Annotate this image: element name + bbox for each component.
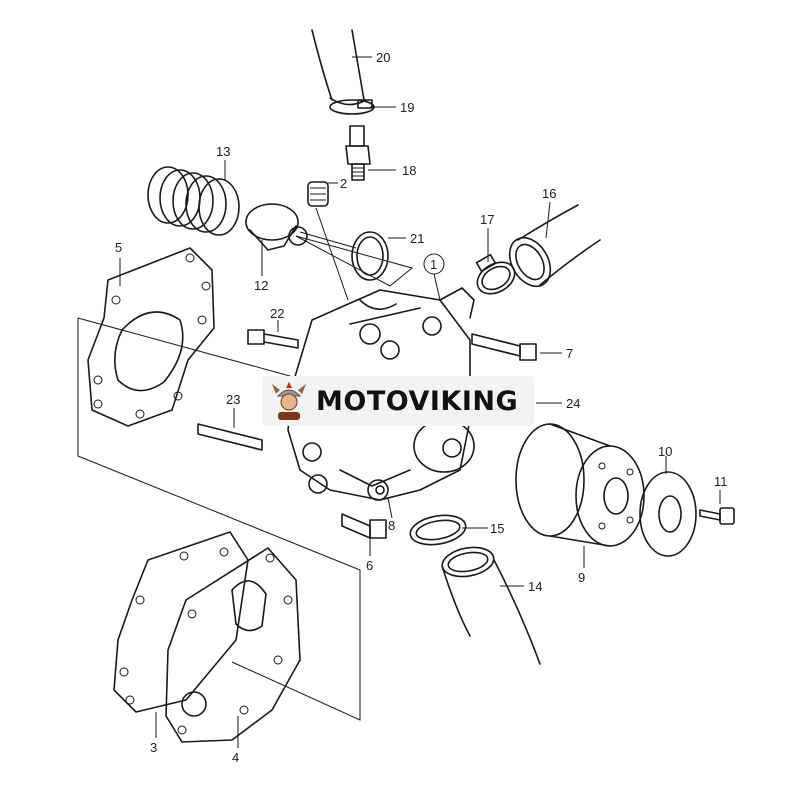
callout-22: 22: [270, 306, 284, 321]
bolt-lower: [341, 513, 387, 539]
callout-9: 9: [578, 570, 585, 585]
viking-mascot-icon: [272, 382, 306, 420]
callout-21: 21: [410, 231, 424, 246]
plug: [307, 181, 329, 207]
callout-23: 23: [226, 392, 240, 407]
bolt-long: [471, 333, 537, 361]
callout-5: 5: [115, 240, 122, 255]
nut: [367, 479, 389, 501]
hose-right: [508, 204, 601, 288]
gasket-lower: [113, 531, 249, 713]
hose-clamp-small: [329, 99, 375, 115]
leader-lines: [119, 56, 721, 748]
cover-plate: [165, 547, 301, 743]
callout-6: 6: [366, 558, 373, 573]
callout-1: 1: [430, 257, 437, 272]
callout-10: 10: [658, 444, 672, 459]
screw: [699, 507, 735, 525]
hose-nipple: [345, 125, 371, 181]
callout-11: 11: [714, 474, 728, 489]
assembly-guide-lines: [77, 207, 414, 721]
pulley: [515, 423, 645, 547]
bolt-short: [247, 329, 299, 349]
watermark-banner: MOTOVIKING: [262, 376, 534, 426]
brand-name: MOTOVIKING: [316, 385, 519, 417]
callout-14: 14: [528, 579, 542, 594]
callout-labels: 20 19 18 2 13 12 21 17 16 1 22 7 5 23 24…: [115, 50, 728, 765]
hose-upper: [311, 29, 367, 106]
callout-12: 12: [254, 278, 268, 293]
stud: [197, 423, 263, 451]
callout-16: 16: [542, 186, 556, 201]
thermostat: [245, 203, 308, 251]
callout-20: 20: [376, 50, 390, 65]
gasket-upper: [87, 247, 215, 427]
hose-clamp-lower: [409, 514, 467, 546]
hose-clamp: [475, 253, 516, 295]
hose-lower: [441, 546, 541, 665]
callout-18: 18: [402, 163, 416, 178]
callout-3: 3: [150, 740, 157, 755]
callout-4: 4: [232, 750, 239, 765]
callout-13: 13: [216, 144, 230, 159]
callout-19: 19: [400, 100, 414, 115]
callout-15: 15: [490, 521, 504, 536]
callout-17: 17: [480, 212, 494, 227]
callout-24: 24: [566, 396, 580, 411]
thermostat-spring: [147, 166, 240, 236]
flange-plate: [639, 471, 697, 557]
callout-8: 8: [388, 518, 395, 533]
callout-2: 2: [340, 176, 347, 191]
callout-7: 7: [566, 346, 573, 361]
